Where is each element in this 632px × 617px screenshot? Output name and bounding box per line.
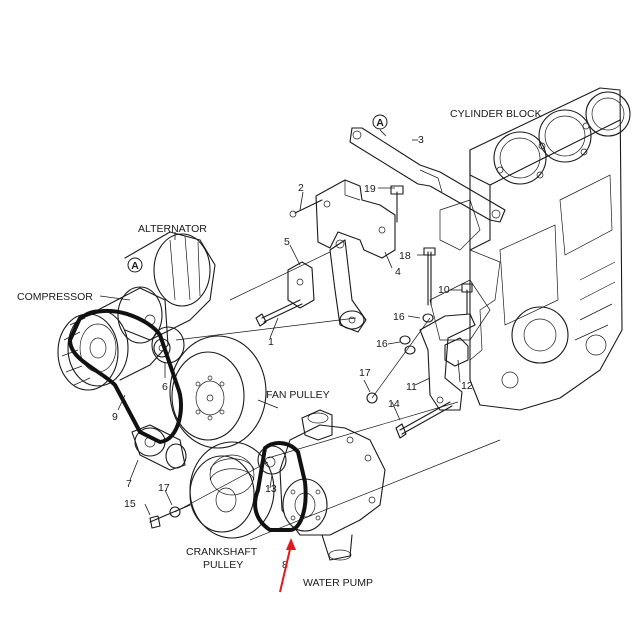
callout-19: 19: [364, 183, 376, 195]
bracket-3: [349, 127, 506, 223]
callout-14: 14: [388, 398, 400, 410]
cylinder-block: [429, 87, 631, 411]
label-crankshaft-line1: CRANKSHAFT: [186, 546, 258, 558]
callout-7: 7: [126, 478, 132, 490]
assembly-lines: [174, 251, 501, 541]
callout-6: 6: [162, 381, 168, 393]
callout-1: 1: [268, 336, 274, 348]
callout-12: 12: [461, 380, 473, 392]
callout-8: 8: [282, 559, 288, 571]
callout-4: 4: [395, 266, 401, 278]
callout-11: 11: [406, 381, 417, 393]
label-cylinder-block: CYLINDER BLOCK: [450, 108, 542, 120]
callout-2: 2: [298, 182, 304, 194]
marker-a-top-text: A: [376, 117, 384, 129]
red-pointer-arrow: [279, 538, 296, 593]
crankshaft-pulley: [189, 441, 275, 539]
bolts: [149, 185, 473, 529]
leader-lines: [99, 129, 462, 516]
callout-9: 9: [112, 411, 118, 423]
callout-3: 3: [418, 134, 424, 146]
callout-16b: 16: [376, 338, 388, 350]
label-alternator: ALTERNATOR: [138, 223, 207, 235]
callout-18: 18: [399, 250, 411, 262]
callout-5: 5: [284, 236, 290, 248]
marker-a-alternator: A: [127, 257, 143, 273]
label-crankshaft-line2: PULLEY: [203, 559, 243, 571]
alternator: [124, 231, 216, 341]
label-fan-pulley: FAN PULLEY: [266, 389, 330, 401]
label-water-pump: WATER PUMP: [303, 577, 373, 589]
callout-15: 15: [124, 498, 136, 510]
callout-10: 10: [438, 284, 450, 296]
fan-pulley: [169, 335, 267, 449]
marker-a-alternator-text: A: [131, 260, 139, 272]
bracket-11: [419, 313, 476, 411]
label-compressor: COMPRESSOR: [17, 291, 93, 303]
callout-17b: 17: [158, 482, 170, 494]
callout-13: 13: [265, 483, 277, 495]
marker-a-top: A: [372, 114, 388, 130]
tensioner-arm-5: [287, 239, 367, 333]
bracket-4: [315, 179, 396, 259]
callout-16a: 16: [393, 311, 405, 323]
callout-17a: 17: [359, 367, 371, 379]
water-pump: [279, 409, 386, 561]
